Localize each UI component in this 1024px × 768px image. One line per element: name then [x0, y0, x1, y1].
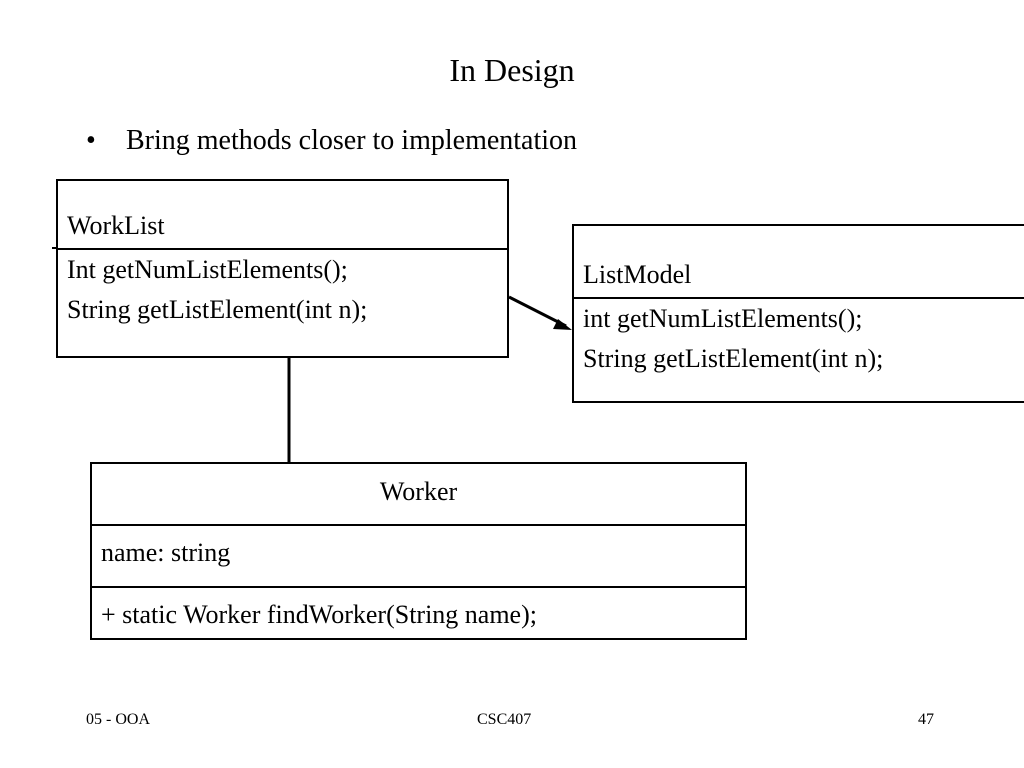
worklist-to-listmodel-association	[508, 295, 567, 328]
class-methods: int getNumListElements(); String getList…	[574, 299, 1024, 379]
class-listmodel: ListModel int getNumListElements(); Stri…	[572, 224, 1024, 403]
bullet-item: • Bring methods closer to implementation	[86, 124, 577, 158]
bullet-text: Bring methods closer to implementation	[126, 125, 578, 156]
class-methods: Int getNumListElements(); String getList…	[58, 250, 507, 330]
class-name: WorkList	[58, 181, 507, 250]
bullet-marker: •	[86, 125, 96, 156]
class-worker: Worker name: string + static Worker find…	[90, 462, 747, 640]
class-worklist: WorkList Int getNumListElements(); Strin…	[56, 179, 509, 358]
footer-course-code: CSC407	[477, 711, 532, 728]
footer-page-number: 47	[918, 711, 934, 728]
class-name: ListModel	[574, 226, 1024, 299]
method: String getListElement(int n);	[583, 344, 884, 373]
footer-course-section: 05 - OOA	[86, 711, 150, 728]
slide-title: In Design	[449, 52, 575, 88]
method: Int getNumListElements();	[67, 255, 348, 284]
class-attribute: name: string	[92, 526, 745, 588]
class-name: Worker	[92, 464, 745, 526]
association-arrowhead-icon	[553, 319, 572, 330]
method: String getListElement(int n);	[67, 295, 368, 324]
method: int getNumListElements();	[583, 304, 863, 333]
method: + static Worker findWorker(String name);	[101, 600, 537, 629]
